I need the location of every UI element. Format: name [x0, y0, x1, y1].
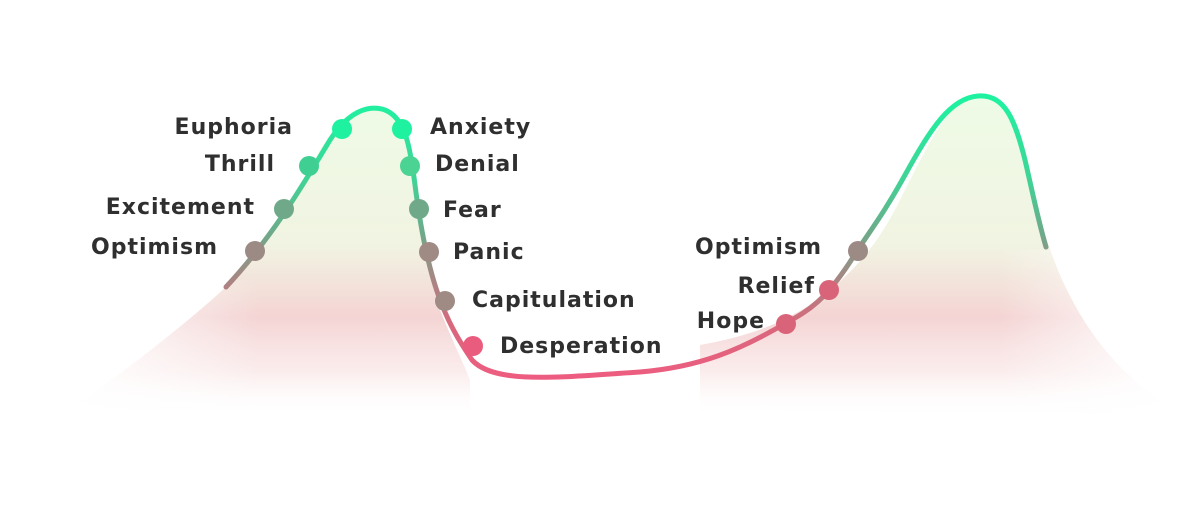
stage-marker-excitement	[274, 199, 294, 219]
stage-label-optimism-1: Optimism	[91, 235, 218, 260]
stage-marker-denial	[400, 156, 420, 176]
stage-label-excitement: Excitement	[106, 195, 255, 220]
stage-marker-anxiety	[392, 119, 412, 139]
stage-marker-relief	[819, 280, 839, 300]
stage-label-anxiety: Anxiety	[430, 115, 531, 140]
stage-label-desperation: Desperation	[500, 334, 662, 359]
stage-marker-desperation	[463, 336, 483, 356]
stage-label-panic: Panic	[453, 240, 525, 265]
stage-marker-panic	[419, 242, 439, 262]
stage-label-capitulation: Capitulation	[472, 288, 636, 313]
cycle-curve	[223, 93, 1049, 380]
left-fade	[60, 280, 260, 420]
stage-marker-thrill	[299, 156, 319, 176]
stage-label-optimism-2: Optimism	[695, 235, 822, 260]
stage-marker-optimism-2	[848, 241, 868, 261]
stage-marker-capitulation	[435, 291, 455, 311]
right-fade	[1000, 250, 1190, 430]
stage-marker-optimism-1	[245, 241, 265, 261]
stage-marker-euphoria	[332, 119, 352, 139]
stage-markers	[245, 119, 868, 356]
stage-labels: Optimism Excitement Thrill Euphoria Anxi…	[91, 115, 822, 359]
stage-label-thrill: Thrill	[205, 152, 275, 177]
stage-label-hope: Hope	[697, 309, 765, 334]
stage-label-denial: Denial	[435, 152, 520, 177]
stage-marker-fear	[409, 199, 429, 219]
stage-label-euphoria: Euphoria	[175, 115, 293, 140]
stage-label-relief: Relief	[738, 274, 815, 299]
stage-label-fear: Fear	[443, 198, 502, 223]
stage-marker-hope	[776, 314, 796, 334]
